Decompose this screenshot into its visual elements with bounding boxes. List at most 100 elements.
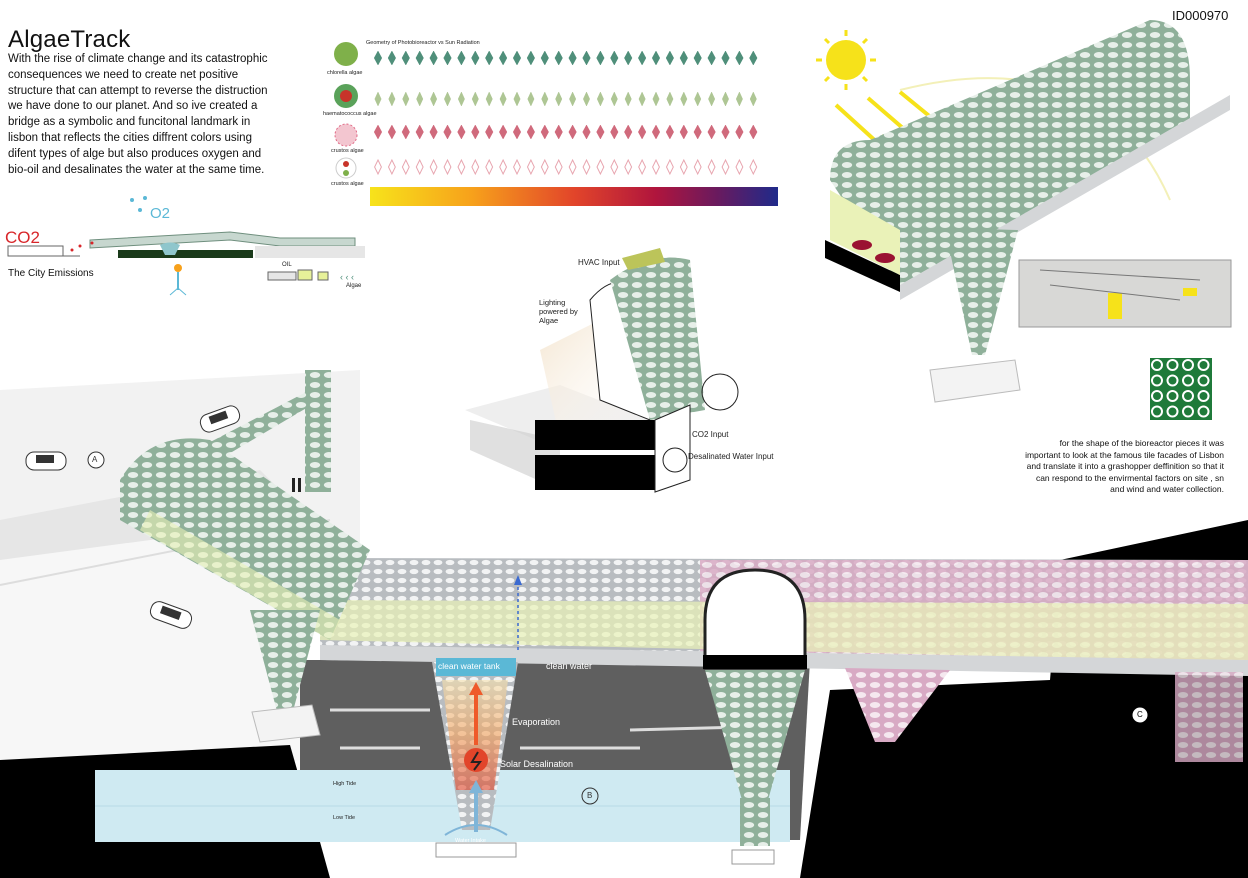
legend-diamond: [513, 158, 521, 176]
legend-diamond: [430, 91, 438, 107]
tunnel-render: [816, 20, 1232, 403]
legend-diamond: [374, 158, 382, 176]
marker-c-label: C: [1137, 710, 1143, 719]
legend-diamond: [651, 124, 661, 140]
city-emissions-label: The City Emissions: [8, 268, 94, 279]
legend-diamond: [373, 50, 383, 66]
legend-diamond: [610, 158, 619, 176]
legend-diamond: [554, 50, 563, 66]
legend-diamond: [583, 91, 590, 107]
legend-diamond: [610, 124, 619, 140]
chlorella-icon: [334, 42, 358, 66]
water-intake-label: Water Intake: [455, 838, 486, 844]
legend-diamond: [610, 50, 619, 66]
column-pink: [845, 668, 950, 742]
legend-diamond: [499, 50, 508, 66]
legend-row-1-label: chlorella algae: [327, 70, 363, 76]
tile-pattern: [1150, 358, 1212, 420]
legend-diamond: [721, 50, 730, 66]
legend-diamond: [471, 91, 479, 107]
car-1: [25, 451, 67, 471]
crustos-icon-2: [335, 157, 357, 179]
desal-funnel: [432, 575, 522, 858]
crustos-icon-1: [334, 123, 358, 147]
legend-diamond: [457, 158, 466, 176]
tile-ring: [1151, 374, 1163, 387]
legend-diamond: [596, 91, 604, 107]
desal-input-label: Desalinated Water Input: [688, 452, 774, 461]
legend-diamond: [429, 50, 438, 66]
legend-diamond: [693, 124, 702, 140]
legend-diamond: [680, 91, 688, 107]
right-mesh-block: [1175, 672, 1243, 762]
legend-diamond: [596, 124, 605, 140]
legend-diamond: [652, 91, 660, 107]
legend-header: Geometry of Photobioreactor vs Sun Radia…: [366, 40, 480, 46]
legend-diamond: [651, 50, 661, 66]
legend-diamond: [401, 124, 410, 140]
clean-water-tank-label: clean water tank: [438, 661, 500, 671]
legend-diamond: [554, 158, 563, 176]
legend-diamond: [485, 124, 494, 140]
legend-diamond: [693, 158, 702, 176]
legend-diamond: [665, 158, 674, 176]
legend-diamond: [582, 124, 591, 140]
tile-ring: [1197, 359, 1210, 371]
marker-a-label: A: [92, 455, 98, 464]
tile-ring: [1197, 405, 1210, 418]
legend-diamond: [624, 158, 633, 176]
legend-diamond: [707, 50, 716, 66]
legend-row-2-label: haematococcus algae: [323, 111, 377, 117]
lighting-label: Lighting powered by Algae: [539, 298, 578, 325]
tile-ring: [1166, 405, 1179, 418]
tile-ring: [1151, 359, 1163, 371]
sun-icon: [826, 40, 866, 80]
tile-ring: [1197, 374, 1210, 387]
legend-diamond: [624, 91, 632, 107]
legend-diamond: [665, 50, 674, 66]
car-2: [199, 405, 241, 433]
legend-diamond: [388, 91, 396, 107]
marker-a: [87, 451, 105, 469]
legend-diamond: [568, 124, 577, 140]
legend-diamond: [665, 124, 674, 140]
legend-diamond: [721, 158, 730, 176]
legend-diamond: [540, 50, 549, 66]
o2-label: O2: [150, 205, 171, 222]
legend-diamond: [638, 158, 647, 176]
legend-diamond: [735, 158, 744, 176]
shape-description: for the shape of the bioreactor pieces i…: [1025, 438, 1224, 494]
legend-diamond: [568, 158, 577, 176]
legend-diamond: [415, 124, 424, 140]
legend-diamond: [402, 91, 410, 107]
legend-diamond: [679, 50, 688, 66]
legend-diamond: [735, 124, 744, 140]
tile-ring: [1182, 374, 1194, 387]
marker-b-label: B: [587, 791, 593, 800]
column-base-left: [251, 704, 321, 743]
legend-diamond: [415, 158, 424, 176]
legend-diamond: [554, 124, 563, 140]
legend-diamond: [512, 124, 522, 140]
legend-diamond: [457, 91, 465, 107]
legend-diamond: [387, 158, 396, 176]
clean-water-tank: [436, 658, 516, 676]
legend-diamond: [499, 91, 507, 107]
algae-label: Algae: [346, 283, 362, 289]
high-tide-label: High Tide: [333, 781, 357, 787]
legend-diamond: [624, 124, 633, 140]
car-3: [149, 601, 193, 629]
radiation-spectrum: [370, 187, 778, 206]
legend-diamond: [485, 50, 494, 66]
legend-diamond: [749, 50, 758, 66]
diagonal-bridge: [120, 370, 370, 640]
page-title: AlgaeTrack: [8, 26, 131, 53]
legend-diamond: [596, 50, 605, 66]
legend-diamond: [541, 91, 549, 107]
legend-diamond: [540, 158, 549, 176]
legend-row-4-label: crustos algae: [331, 181, 364, 187]
legend-diamond: [749, 91, 757, 107]
legend-diamond: [666, 91, 674, 107]
